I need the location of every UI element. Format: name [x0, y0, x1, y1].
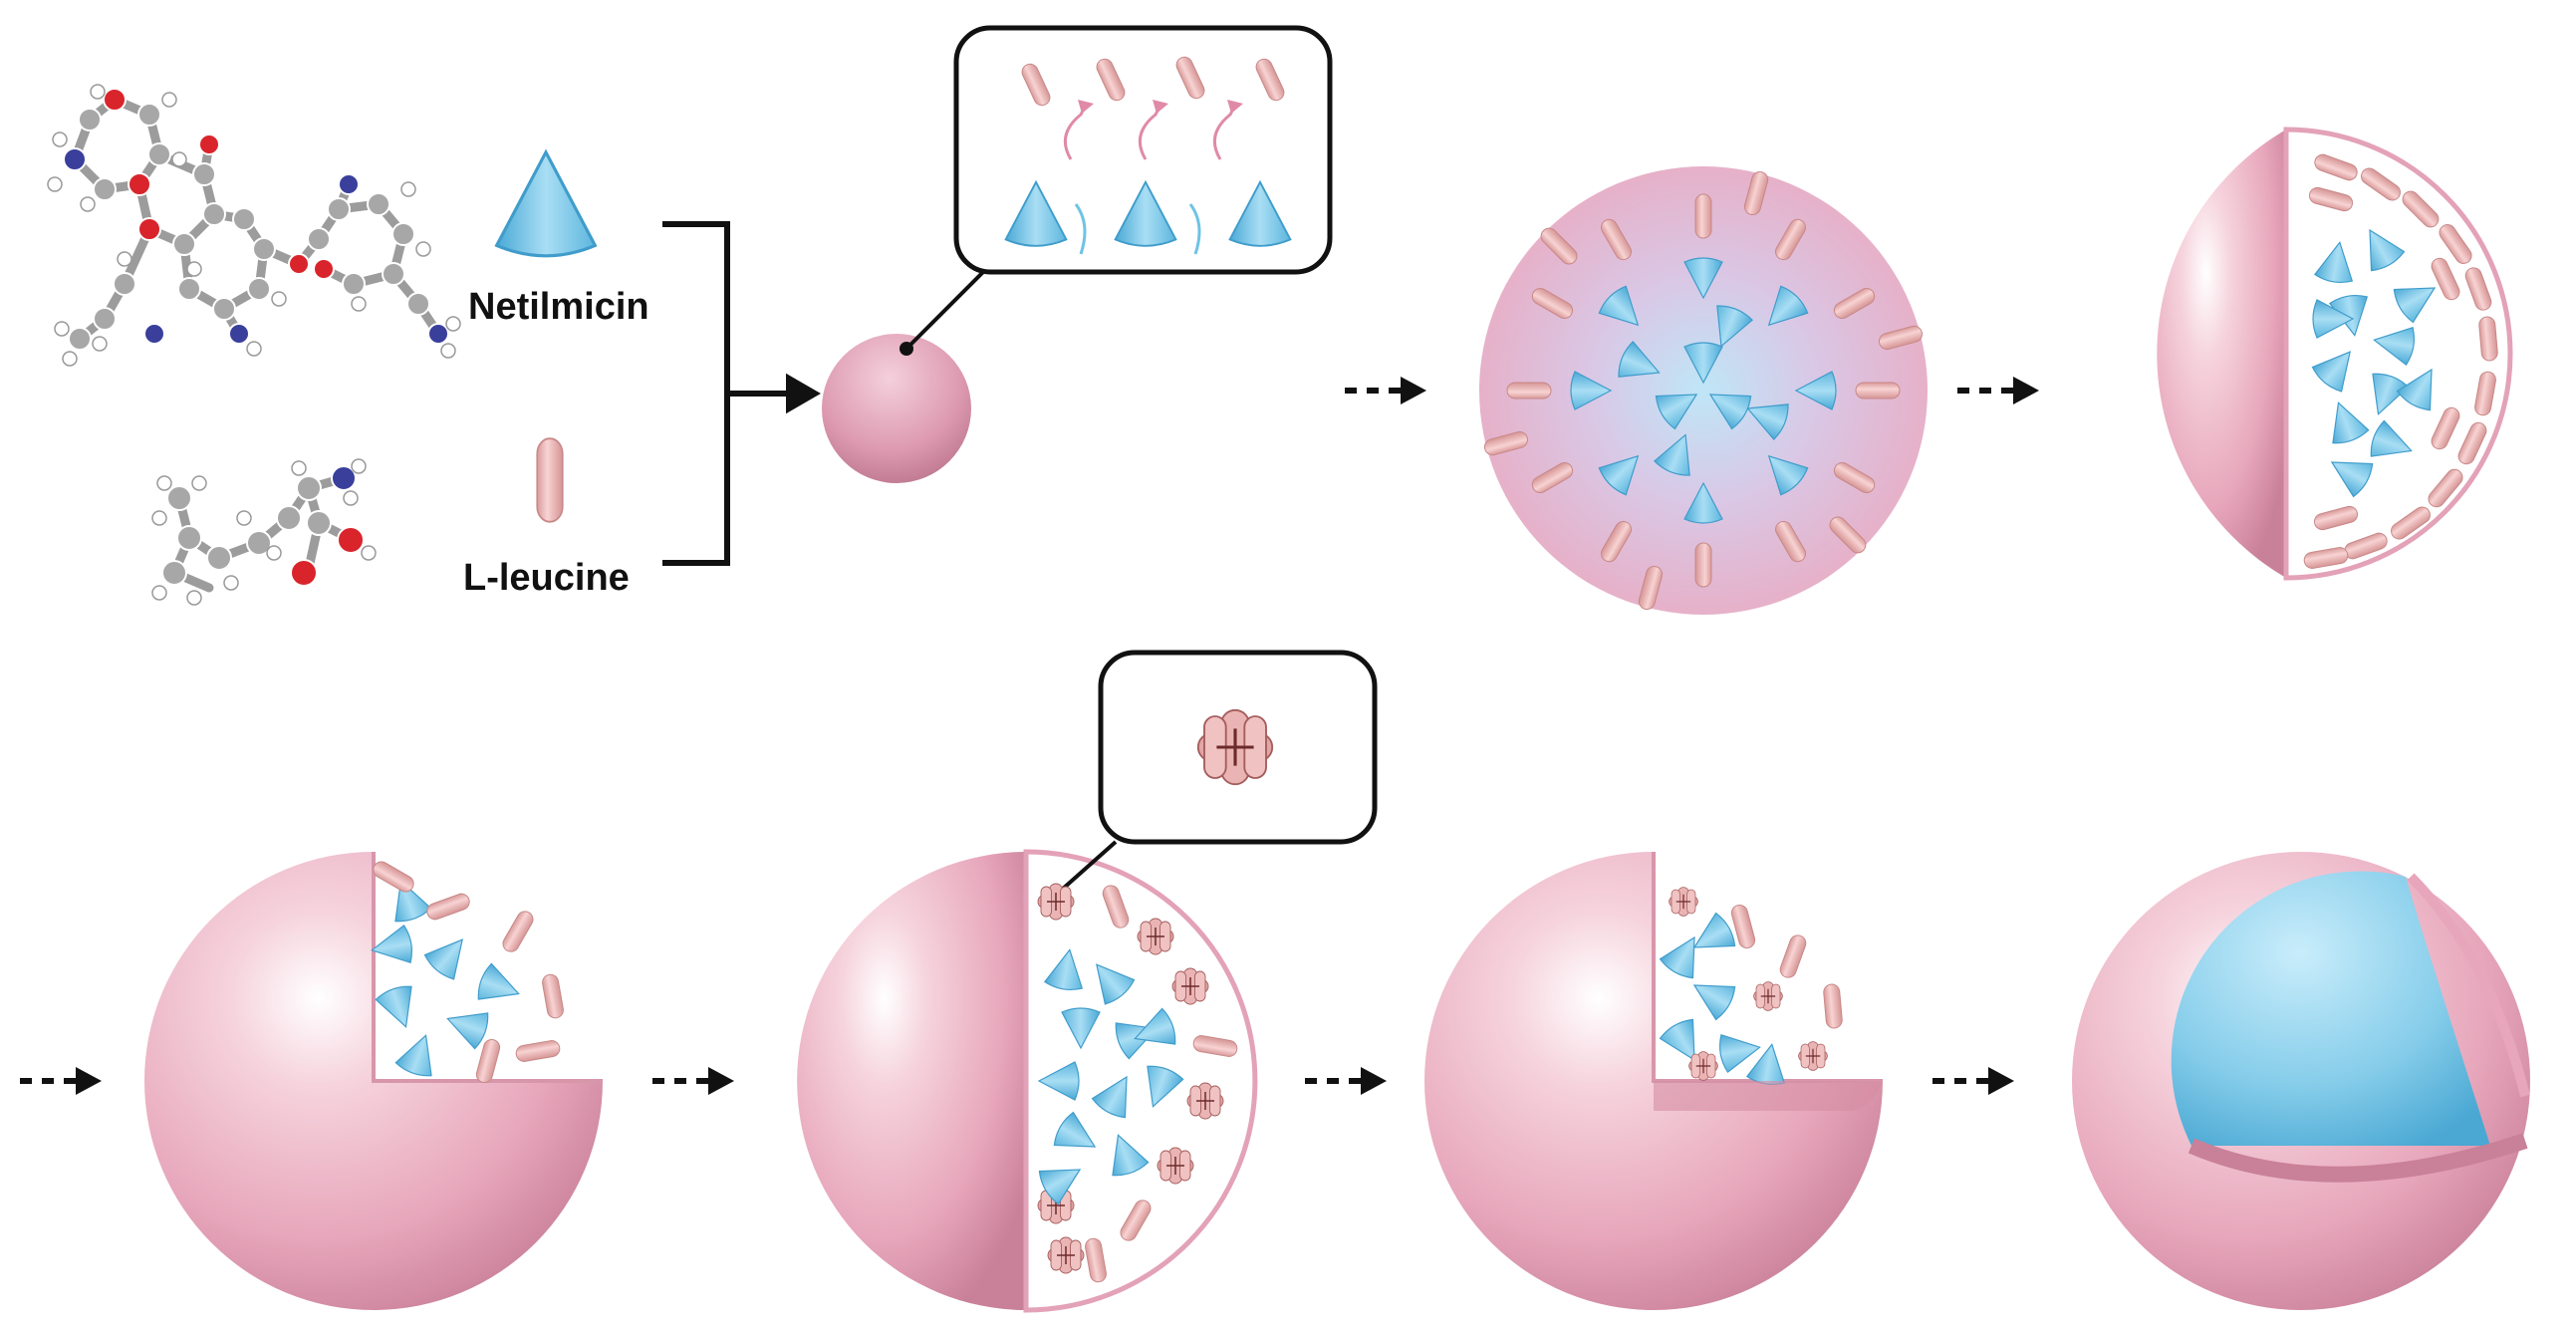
mixing-bracket	[662, 221, 822, 566]
dashed-arrow	[1305, 1067, 1387, 1095]
netilmicin-label: Netilmicin	[468, 286, 649, 328]
dashed-arrow	[20, 1067, 102, 1095]
dashed-arrow	[1932, 1067, 2014, 1095]
leucine-label: L-leucine	[463, 557, 630, 599]
cutaway-particle-half	[797, 840, 1258, 1313]
atomized-droplet	[822, 334, 971, 483]
leucine-capsule-icon	[536, 437, 564, 523]
shell-forming-particle	[2157, 127, 2513, 581]
cutaway-particle-early	[144, 852, 603, 1310]
bundle-inset	[1098, 650, 1378, 845]
cutaway-particle-packed	[1424, 852, 1883, 1310]
callout-dot	[900, 342, 913, 356]
netilmicin-cone-icon	[495, 150, 597, 258]
evaporating-droplet	[1479, 166, 1928, 615]
dashed-arrow	[652, 1067, 734, 1095]
dashed-arrow	[1957, 377, 2039, 404]
dashed-arrow	[1345, 377, 1426, 404]
core-shell-particle	[2072, 852, 2530, 1310]
leucine-molecule-model	[151, 458, 377, 606]
netilmicin-molecule-model	[47, 84, 461, 367]
surface-migration-inset	[953, 25, 1333, 275]
